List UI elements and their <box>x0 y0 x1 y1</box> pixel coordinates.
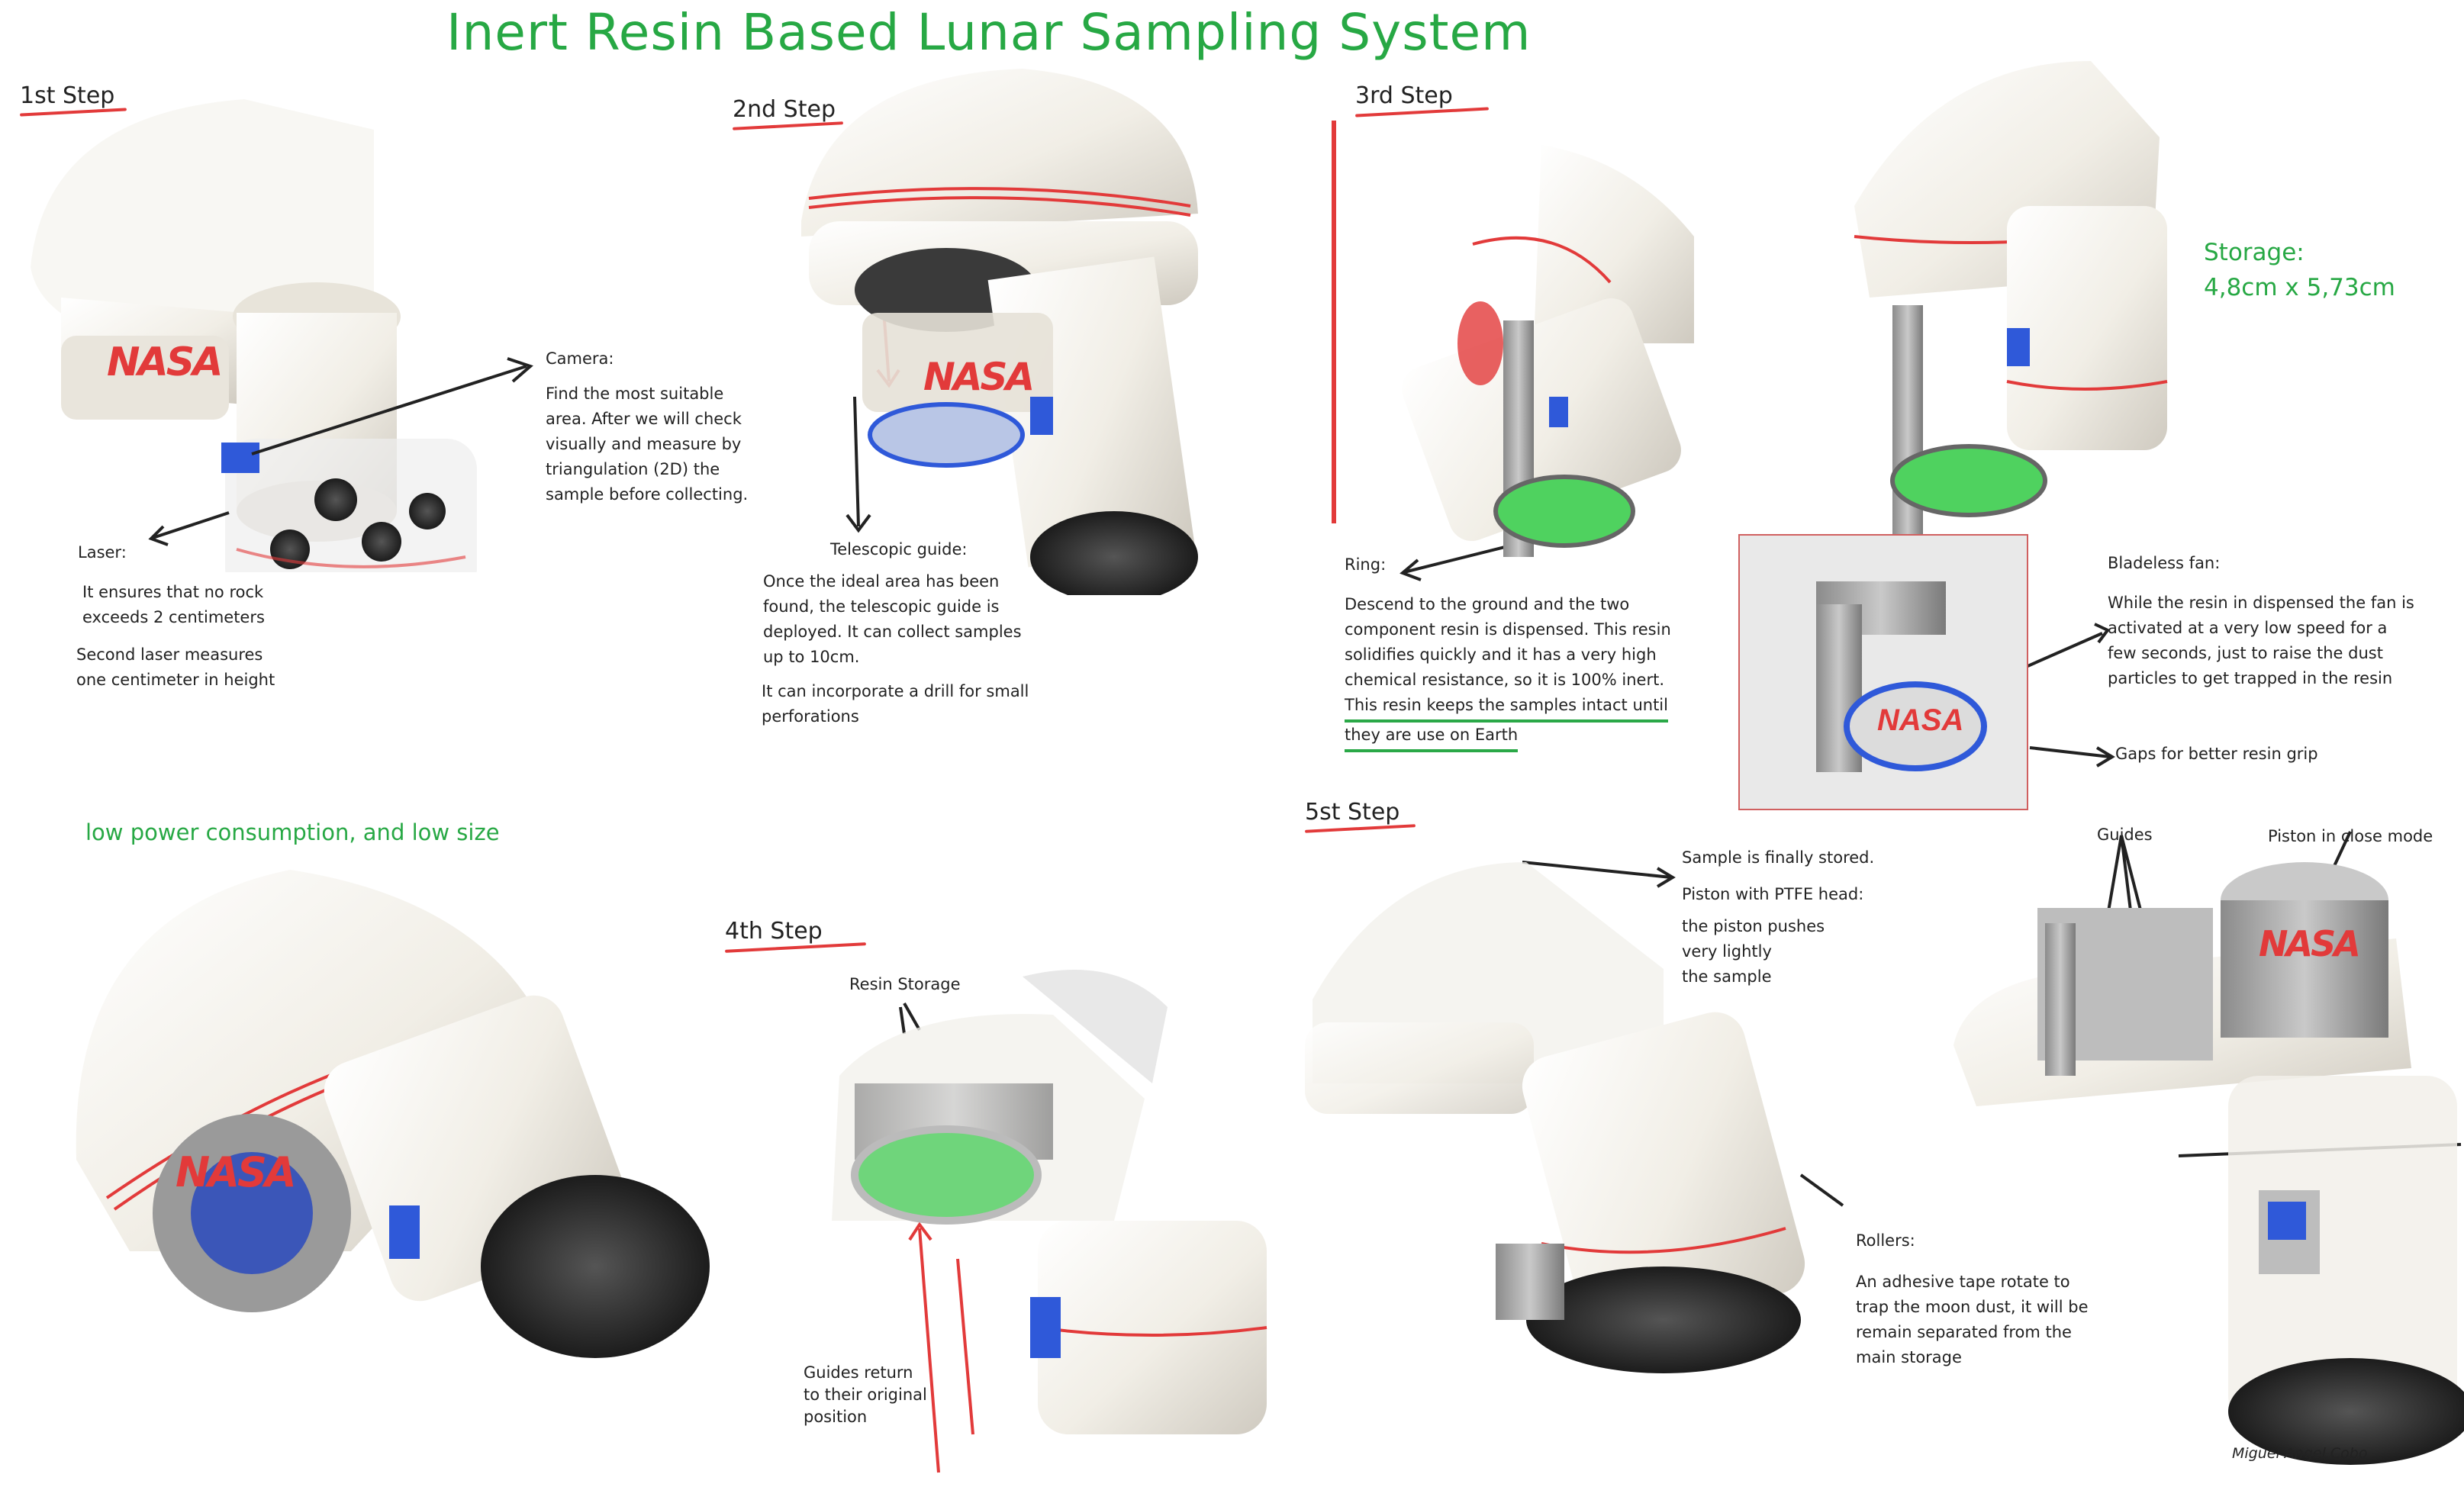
step-5-render <box>1305 862 1805 1373</box>
rollers-description: An adhesive tape rotate to trap the moon… <box>1856 1273 2089 1366</box>
step-3-label: 3rd Step <box>1355 82 1489 117</box>
piston-description: the piston pushes very lightly the sampl… <box>1682 917 1825 986</box>
ring-title: Ring: <box>1345 555 1387 574</box>
rollers-title: Rollers: <box>1856 1231 1915 1250</box>
piston-close-label: Piston in close mode <box>2268 827 2433 845</box>
sample-stored-label: Sample is finally stored. <box>1682 848 1875 867</box>
laser2-description: Second laser measures one centimeter in … <box>76 645 275 689</box>
ring-description: Descend to the ground and the two compon… <box>1345 592 1671 752</box>
nasa-logo-4: NASA <box>176 1148 297 1196</box>
piston-close-render <box>1953 862 2464 1465</box>
nasa-logo-3: NASA <box>1877 703 1963 737</box>
step-4-label: 4th Step <box>725 918 866 953</box>
step-5-label: 5st Step <box>1304 799 1416 833</box>
nasa-logo-5: NASA <box>2259 923 2361 964</box>
telescopic-guide-description: Once the ideal area has been found, the … <box>763 572 1022 666</box>
step-3-render-b <box>1854 61 2168 534</box>
resin-storage-label: Resin Storage <box>849 975 961 993</box>
bladeless-fan-description: While the resin in dispensed the fan is … <box>2108 594 2414 687</box>
fan-detail-inset: NASA <box>1738 534 2028 810</box>
camera-title: Camera: <box>546 349 614 368</box>
bottom-left-render <box>76 870 710 1358</box>
guides-label: Guides <box>2097 826 2153 844</box>
piston-title: Piston with PTFE head: <box>1682 885 1864 903</box>
step-3-divider <box>1332 121 1336 523</box>
laser-title: Laser: <box>78 543 127 562</box>
camera-description: Find the most suitable area. After we wi… <box>546 385 749 504</box>
bladeless-fan-title: Bladeless fan: <box>2108 554 2221 572</box>
step-3-render-a <box>1402 145 1694 557</box>
step-2-render <box>801 69 1198 595</box>
step-1-label: 1st Step <box>19 82 127 117</box>
guides-return-description: Guides return to their original position <box>804 1363 927 1426</box>
gaps-label: Gaps for better resin grip <box>2115 745 2318 763</box>
storage-dimensions: Storage: 4,8cm x 5,73cm <box>2204 239 2395 301</box>
telescopic-guide-title: Telescopic guide: <box>830 540 968 558</box>
step-1-render <box>31 99 477 572</box>
nasa-logo-2: NASA <box>923 355 1035 399</box>
step-4-render <box>832 970 1267 1434</box>
low-power-note: low power consumption, and low size <box>85 819 500 845</box>
page-title: Inert Resin Based Lunar Sampling System <box>446 3 1532 62</box>
laser-description: It ensures that no rock exceeds 2 centim… <box>82 583 265 626</box>
author-signature: Miguel Angel Cobo <box>2232 1445 2368 1462</box>
drill-description: It can incorporate a drill for small per… <box>762 682 1029 726</box>
step-2-label: 2nd Step <box>732 96 844 130</box>
nasa-logo-1: NASA <box>107 340 223 385</box>
